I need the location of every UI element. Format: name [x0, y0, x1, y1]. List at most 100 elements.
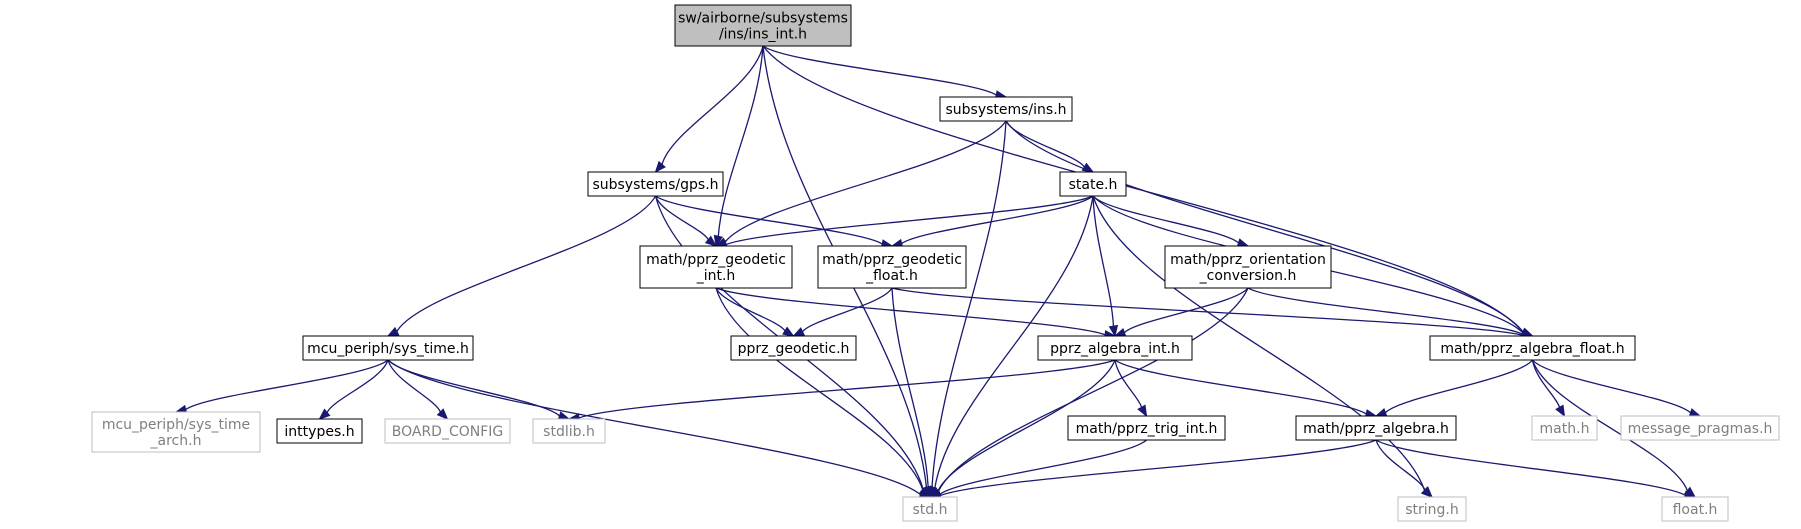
node-box — [91, 411, 261, 453]
node-trig_int[interactable]: math/pprz_trig_int.h — [1067, 415, 1226, 441]
node-box — [639, 245, 793, 289]
dependency-edge-alg_float-to-math — [1531, 359, 1566, 418]
node-string: string.h — [1397, 496, 1467, 522]
edge-line — [185, 359, 389, 411]
node-geo_int[interactable]: math/pprz_geodetic_int.h — [639, 245, 793, 289]
node-label: math.h — [1540, 421, 1590, 437]
node-box — [1067, 415, 1226, 441]
node-geodetic[interactable]: pprz_geodetic.h — [730, 335, 857, 361]
node-label: /ins/ins_int.h — [719, 27, 807, 43]
node-alg_int[interactable]: pprz_algebra_int.h — [1037, 335, 1193, 361]
node-box — [1661, 496, 1729, 522]
edge-line — [387, 359, 441, 413]
node-box — [302, 335, 474, 361]
dependency-edge-state-to-orient — [1092, 195, 1250, 248]
node-sys_time[interactable]: mcu_periph/sys_time.h — [302, 335, 474, 361]
dependency-edge-sys_time-to-std — [387, 359, 932, 500]
node-inttypes[interactable]: inttypes.h — [276, 418, 363, 444]
dependency-edge-ins_int-to-ins — [762, 45, 1008, 100]
node-label: BOARD_CONFIG — [392, 424, 504, 440]
node-label: mcu_periph/sys_time — [102, 417, 250, 433]
node-box — [1429, 335, 1636, 361]
node-label: _arch.h — [150, 433, 202, 449]
edge-arrowhead — [704, 235, 718, 247]
edge-line — [387, 359, 921, 496]
node-box — [730, 335, 857, 361]
node-label: _int.h — [696, 268, 736, 284]
node-layer: sw/airborne/subsystems/ins/ins_int.hsubs… — [91, 4, 1780, 522]
edge-line — [1532, 359, 1691, 414]
edge-line — [396, 195, 657, 332]
edge-line — [1123, 287, 1249, 334]
dependency-edge-alg_float-to-algebra — [1374, 359, 1534, 417]
node-stdlib: stdlib.h — [532, 418, 606, 444]
edge-line — [937, 359, 1116, 492]
dependency-edge-gps-to-sys_time — [386, 195, 657, 337]
node-sys_time_arch: mcu_periph/sys_time_arch.h — [91, 411, 261, 453]
dependency-edge-sys_time-to-inttypes — [318, 359, 389, 420]
edge-line — [891, 287, 929, 488]
dependency-edge-alg_int-to-stdlib — [567, 359, 1116, 423]
edge-line — [1247, 287, 1523, 335]
edge-arrowhead — [386, 326, 400, 337]
edge-line — [715, 287, 1106, 336]
node-alg_float[interactable]: math/pprz_algebra_float.h — [1429, 335, 1636, 361]
dependency-edge-state-to-alg_int — [1092, 195, 1119, 338]
node-geo_float[interactable]: math/pprz_geodetic_float.h — [817, 245, 967, 289]
edge-arrowhead — [1421, 486, 1433, 498]
edge-line — [939, 439, 1147, 495]
edge-line — [891, 287, 1523, 336]
edge-line — [326, 359, 389, 413]
node-gps[interactable]: subsystems/gps.h — [587, 171, 724, 197]
edge-arrowhead — [1374, 408, 1388, 417]
dependency-edge-algebra-to-std — [928, 439, 1377, 501]
edge-arrowhead — [792, 327, 806, 337]
dependency-edge-geo_float-to-alg_float — [891, 287, 1534, 340]
dependency-edge-geo_int-to-std — [715, 287, 931, 498]
dependency-edge-gps-to-geo_float — [655, 195, 894, 249]
node-orient[interactable]: math/pprz_orientation_conversion.h — [1164, 245, 1332, 289]
dependency-edge-ins_int-to-geo_int — [713, 45, 764, 248]
edge-arrowhead — [1108, 324, 1119, 338]
node-box — [1397, 496, 1467, 522]
edge-line — [1375, 439, 1426, 491]
edge-line — [578, 359, 1116, 419]
node-ins[interactable]: subsystems/ins.h — [939, 96, 1073, 122]
dependency-edge-alg_int-to-trig_int — [1114, 359, 1148, 418]
node-box — [384, 418, 511, 444]
node-ins_int[interactable]: sw/airborne/subsystems/ins/ins_int.h — [674, 4, 852, 47]
node-box — [532, 418, 606, 444]
node-state[interactable]: state.h — [1059, 171, 1127, 197]
node-std: std.h — [902, 496, 958, 522]
node-label: math/pprz_algebra.h — [1303, 421, 1449, 437]
edge-line — [661, 45, 764, 165]
edge-line — [715, 287, 924, 491]
dependency-edge-ins-to-std — [927, 120, 1007, 499]
node-label: math/pprz_orientation — [1170, 252, 1326, 268]
node-label: string.h — [1405, 502, 1459, 518]
edge-line — [801, 287, 893, 333]
edge-line — [1092, 195, 1239, 244]
edge-arrowhead — [782, 326, 795, 337]
edge-line — [1384, 359, 1534, 414]
node-label: math/pprz_algebra_float.h — [1440, 341, 1624, 357]
dependency-edge-geo_float-to-std — [891, 287, 933, 499]
node-label: stdlib.h — [543, 424, 595, 440]
edge-arrowhead — [436, 408, 449, 420]
dependency-edge-geo_int-to-alg_int — [715, 287, 1117, 340]
node-box — [1037, 335, 1193, 361]
dependency-edge-ins_int-to-alg_float — [762, 45, 1534, 337]
node-label: subsystems/ins.h — [945, 102, 1066, 118]
dependency-edge-orient-to-std — [928, 287, 1249, 498]
edge-arrowhead — [1555, 404, 1566, 418]
node-algebra[interactable]: math/pprz_algebra.h — [1295, 415, 1457, 441]
edge-line — [717, 45, 764, 237]
edge-line — [724, 120, 1007, 243]
node-label: inttypes.h — [284, 424, 354, 440]
node-board_config: BOARD_CONFIG — [384, 418, 511, 444]
node-box — [1164, 245, 1332, 289]
edge-arrowhead — [1688, 408, 1702, 418]
edge-line — [715, 287, 786, 332]
node-label: mcu_periph/sys_time.h — [307, 341, 469, 357]
edge-arrowhead — [1137, 404, 1148, 418]
